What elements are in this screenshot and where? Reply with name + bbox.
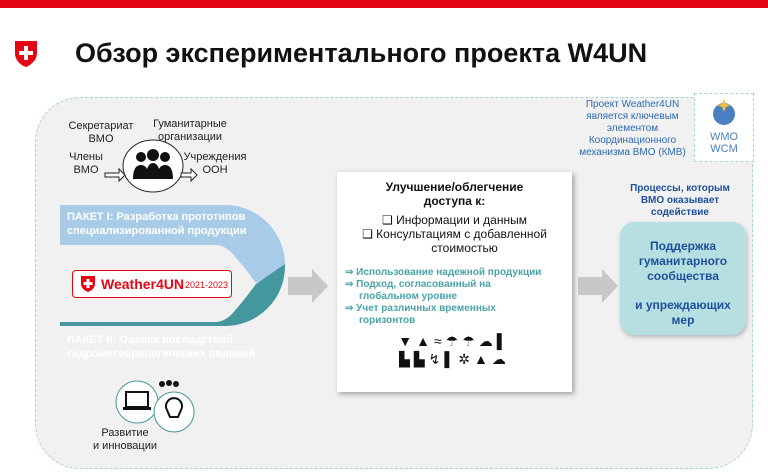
package-1-line1: ПАКЕТ I: Разработка прототипов — [67, 211, 246, 223]
access-item: ❑ Консультациям с добавленной — [337, 227, 572, 241]
innovation-line2: и инновации — [92, 440, 158, 452]
badge-years: 2021-2023 — [185, 280, 229, 290]
wmo-emblem-icon — [713, 99, 735, 125]
package-2-label: ПАКЕТ II: Оценка последствий гидрометеоро… — [67, 333, 255, 361]
benefit-text: Использование надежной продукции — [356, 267, 542, 278]
innovation-line1: Развитие — [101, 427, 149, 439]
benefit-text: Подход, согласованный на — [356, 279, 491, 290]
wmo-note-line: является ключевым — [586, 111, 679, 122]
benefit-item: ⇒ Использование надежной продукции — [345, 267, 542, 278]
package-2-line1: ПАКЕТ II: Оценка последствий — [67, 334, 234, 346]
outcome-box: Поддержка гуманитарного сообщества и упр… — [620, 222, 746, 335]
package-2-line2: гидрометеорологических явлений — [67, 348, 256, 360]
people-cycle-icon — [104, 139, 198, 193]
access-item: ❑ Информации и данным — [337, 213, 572, 227]
checkbox-icon: ❑ — [362, 227, 377, 241]
benefit-text: Учет различных временных — [356, 303, 496, 314]
package-1-label: ПАКЕТ I: Разработка прототипов специализи… — [67, 210, 246, 238]
label-secretariat: Секретариат ВМО — [68, 120, 134, 145]
arrow-right-icon — [288, 269, 328, 303]
wmo-note-line: Проект Weather4UN — [585, 99, 680, 110]
package-1-line2: специализированной продукции — [67, 225, 247, 237]
top-accent-bar — [0, 0, 768, 8]
outcome-line: Поддержка — [649, 239, 717, 253]
innovation-icons — [115, 380, 195, 433]
benefit-item: ⇒ Учет различных временных — [345, 303, 496, 314]
center-heading-2: доступа к: — [423, 194, 486, 208]
access-item-cont: стоимостью — [431, 241, 498, 255]
processes-line: содействие — [651, 207, 709, 218]
access-improvement-box: Улучшение/облегчение доступа к: ❑ Информ… — [337, 172, 572, 392]
arrow-right-icon — [578, 269, 618, 303]
benefit-text: горизонтов — [359, 315, 416, 326]
wmo-logo: WMO WCM — [694, 93, 754, 162]
wmo-note-line: Координационного — [588, 135, 677, 146]
weather4un-badge: Weather4UN 2021-2023 — [72, 270, 232, 298]
swiss-shield-logo — [15, 41, 37, 67]
processes-line: ВМО оказывает — [640, 195, 720, 206]
access-item-text: Консультациям с добавленной — [376, 227, 547, 241]
label-un-agencies: Учреждения ООН — [183, 151, 247, 176]
outcome-line: сообщества — [647, 269, 719, 283]
outcome-line: и упреждающих — [635, 298, 731, 312]
checkbox-icon: ❑ — [382, 213, 397, 227]
benefit-text: глобальном уровне — [359, 291, 458, 302]
processes-line: Процессы, которым — [630, 183, 730, 194]
swiss-shield-icon — [81, 276, 95, 292]
benefit-item: ⇒ Подход, согласованный на — [345, 279, 491, 290]
weather-hazard-icons: ▼▲≈☂☂☁▌▙▙↯▌✲▲☁ — [398, 333, 511, 367]
outcome-line: гуманитарного — [638, 254, 728, 268]
badge-name: Weather4UN — [101, 276, 184, 292]
center-heading-1: Улучшение/облегчение — [385, 180, 524, 194]
label-humanitarian: Гуманитарные организации — [153, 118, 227, 143]
wmo-note-line: элементом — [606, 123, 659, 134]
wmo-note-line: механизма ВМО (КМВ) — [579, 147, 686, 158]
outcome-line: мер — [671, 313, 695, 327]
wmo-logo-text: WMO — [709, 131, 739, 143]
page-title: Обзор экспериментального проекта W4UN — [75, 38, 648, 68]
package-bands — [60, 205, 285, 326]
access-item-text: Информации и данным — [396, 213, 527, 227]
label-members: Члены ВМО — [69, 151, 103, 176]
wmo-logo-text: WCM — [710, 143, 738, 155]
